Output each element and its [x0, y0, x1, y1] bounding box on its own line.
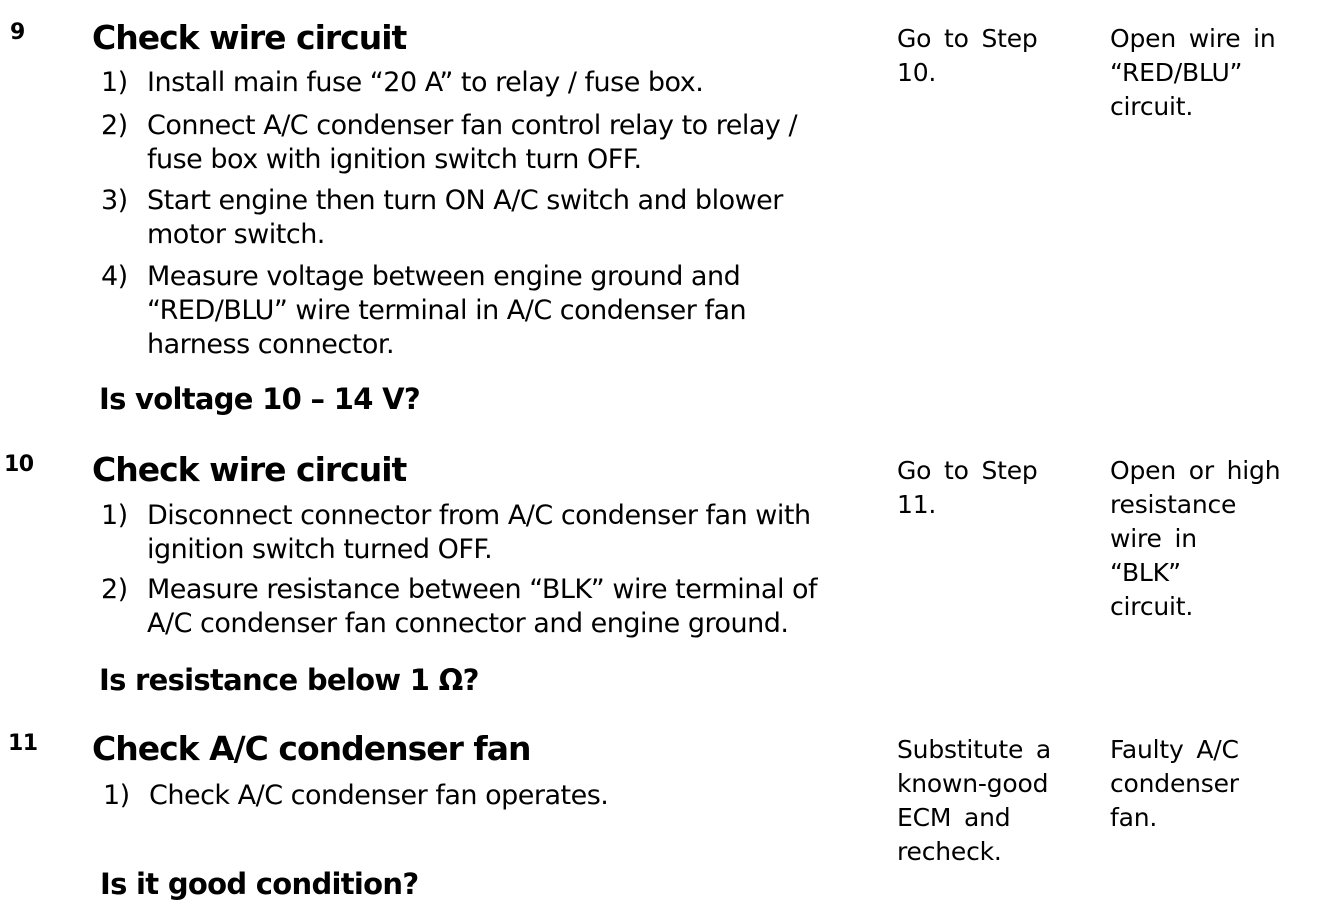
step-question: Is voltage 10 – 14 V?: [99, 382, 421, 416]
step-item: 2) Measure resistance between “BLK” wire…: [101, 573, 927, 641]
yes-outcome-cell: Go to Step 11.: [897, 456, 1038, 519]
item-number: 2): [101, 110, 128, 141]
item-number: 4): [101, 261, 128, 292]
step-item: 2) Connect A/C condenser fan control rel…: [101, 109, 927, 177]
step-item: 4) Measure voltage between engine ground…: [101, 260, 927, 362]
item-number: 1): [101, 67, 128, 98]
step-title: Check wire circuit: [92, 18, 407, 57]
item-text: Measure voltage between engine ground an…: [147, 261, 747, 360]
yes-outcome-cell: Go to Step 10.: [897, 24, 1038, 87]
item-number: 1): [103, 780, 130, 811]
step-item: 3) Start engine then turn ON A/C switch …: [101, 184, 927, 252]
item-text: Install main fuse “20 A” to relay / fuse…: [147, 67, 704, 98]
item-text: Check A/C condenser fan operates.: [149, 780, 609, 811]
item-number: 1): [101, 500, 128, 531]
step-title: Check wire circuit: [92, 450, 407, 489]
item-number: 3): [101, 185, 128, 216]
step-number: 9: [10, 20, 25, 45]
step-question: Is it good condition?: [100, 867, 419, 901]
item-text: Measure resistance between “BLK” wire te…: [147, 574, 818, 639]
step-number: 11: [8, 731, 38, 756]
step-item: 1) Disconnect connector from A/C condens…: [101, 499, 927, 567]
step-item: 1) Check A/C condenser fan operates.: [103, 779, 929, 813]
step-number: 10: [4, 452, 34, 477]
no-outcome-cell: Open wire in “RED/BLU” circuit.: [1110, 24, 1276, 121]
step-item: 1) Install main fuse “20 A” to relay / f…: [101, 66, 927, 100]
item-number: 2): [101, 574, 128, 605]
no-outcome-cell: Open or high resistance wire in “BLK” ci…: [1110, 456, 1281, 621]
item-text: Start engine then turn ON A/C switch and…: [147, 185, 783, 250]
step-question: Is resistance below 1 Ω?: [99, 663, 479, 697]
yes-outcome-cell: Substitute a known-good ECM and recheck.: [897, 735, 1052, 866]
no-outcome-cell: Faulty A/C condenser fan.: [1110, 735, 1239, 832]
step-title: Check A/C condenser fan: [92, 729, 532, 768]
item-text: Disconnect connector from A/C condenser …: [147, 500, 811, 565]
item-text: Connect A/C condenser fan control relay …: [147, 110, 798, 175]
